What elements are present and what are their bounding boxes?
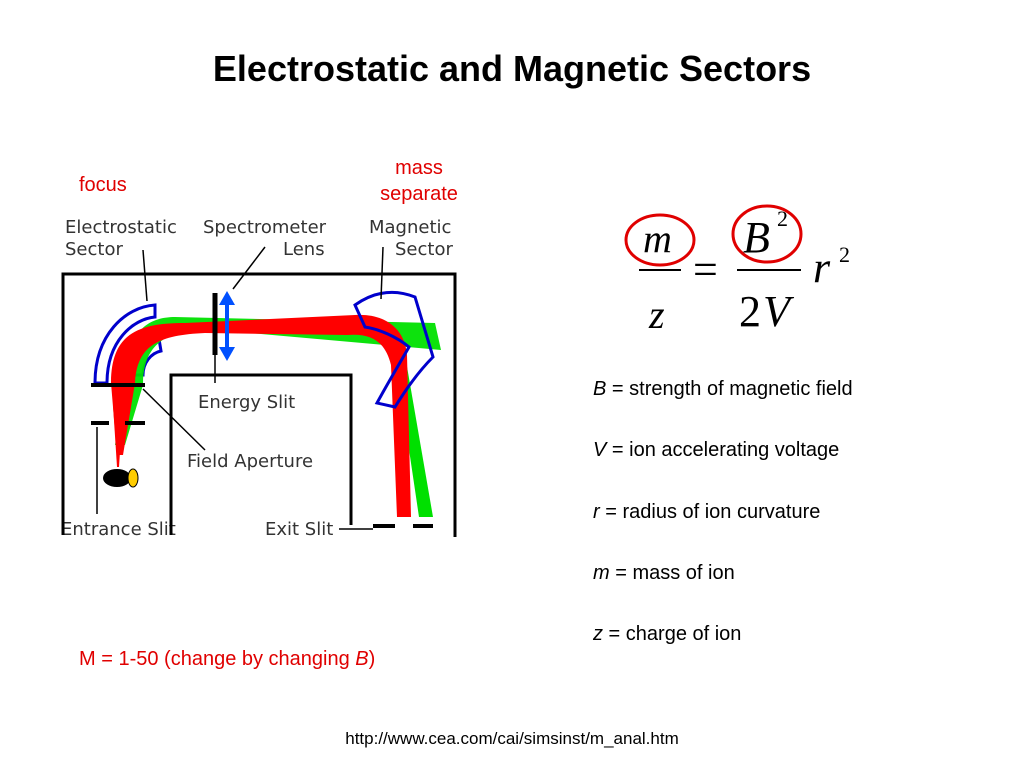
mass-range-note: M = 1-50 (change by changing B): [79, 648, 375, 671]
magnetic-sector-leader: [380, 246, 384, 300]
formula-m: m: [643, 216, 672, 261]
mass-spectrometer-diagram: Electrostatic Sector Spectrometer Lens M…: [61, 217, 457, 540]
definition-b: B = strength of magnetic field: [593, 376, 853, 402]
energy-slit-label: Energy Slit: [198, 392, 295, 413]
definition-symbol: V: [593, 439, 607, 461]
electrostatic-sector-outer-plate: [93, 303, 157, 385]
mass-annotation-line2: separate: [380, 183, 458, 205]
formula-v: V: [763, 287, 795, 336]
spectrometer-lens-label-line2: Lens: [283, 239, 325, 260]
electrostatic-sector-label-line1: Electrostatic: [65, 217, 177, 238]
focus-annotation: focus: [79, 174, 127, 196]
spectrometer-lens-leader: [232, 246, 266, 290]
ion-source-emitter: [127, 468, 139, 488]
magnetic-sector-pole: [353, 290, 435, 409]
definition-symbol: m: [593, 562, 610, 584]
formula-equals: =: [693, 245, 718, 294]
red-ion-beam: [111, 314, 411, 517]
electrostatic-sector-label-line2: Sector: [65, 239, 123, 260]
definition-text: = charge of ion: [603, 623, 742, 645]
formula-b: B: [743, 213, 770, 262]
red-ion-beam-entry: [113, 405, 123, 467]
definition-r: r = radius of ion curvature: [593, 499, 820, 525]
instrument-frame-inner: [169, 373, 353, 535]
entrance-slit-label: Entrance Slit: [61, 519, 176, 540]
mass-range-variable: B: [355, 648, 369, 670]
source-url: http://www.cea.com/cai/simsinst/m_anal.h…: [345, 729, 679, 748]
exit-slit-label: Exit Slit: [265, 519, 333, 540]
mass-range-prefix: M = 1-50 (change by changing: [79, 648, 356, 670]
b-squared-highlight-circle: [731, 204, 803, 264]
mass-annotation-line1: mass: [395, 157, 443, 179]
slide-title: Electrostatic and Magnetic Sectors: [212, 48, 812, 89]
definition-v: V = ion accelerating voltage: [593, 437, 839, 463]
formula-r-exponent: 2: [839, 242, 850, 267]
spectrometer-lens-label-line1: Spectrometer: [203, 217, 327, 238]
formula-b-exponent: 2: [777, 206, 788, 231]
magnetic-sector-label-line1: Magnetic: [369, 217, 451, 238]
field-aperture-label: Field Aperture: [187, 451, 313, 472]
definition-text: = ion accelerating voltage: [606, 439, 840, 461]
formula-r: r: [813, 243, 831, 292]
mass-separate-annotation: mass separate: [367, 155, 471, 207]
formula-2: 2: [739, 287, 761, 336]
definition-z: z = charge of ion: [593, 621, 741, 647]
definition-text: = strength of magnetic field: [606, 378, 853, 400]
m-highlight-circle: [624, 213, 696, 267]
definition-symbol: r: [593, 501, 600, 523]
definition-m: m = mass of ion: [593, 560, 735, 586]
field-aperture-leader: [142, 388, 206, 451]
definition-symbol: B: [593, 378, 607, 400]
definition-text: = mass of ion: [609, 562, 735, 584]
definition-text: = radius of ion curvature: [599, 501, 821, 523]
ion-source: [103, 469, 131, 487]
electrostatic-sector-leader: [142, 249, 148, 302]
spectrometer-lens-arrow-down: [219, 347, 235, 361]
instrument-frame-outer-right: [375, 272, 457, 537]
formula-z: z: [648, 292, 665, 337]
instrument-frame-outer-left: [61, 272, 375, 535]
definition-symbol: z: [593, 623, 603, 645]
magnetic-sector-label-line2: Sector: [395, 239, 453, 260]
spectrometer-lens-arrow-up: [219, 291, 235, 305]
mass-charge-formula: m z = B 2 2 V r 2: [624, 204, 850, 337]
mass-range-suffix: ): [368, 648, 376, 670]
